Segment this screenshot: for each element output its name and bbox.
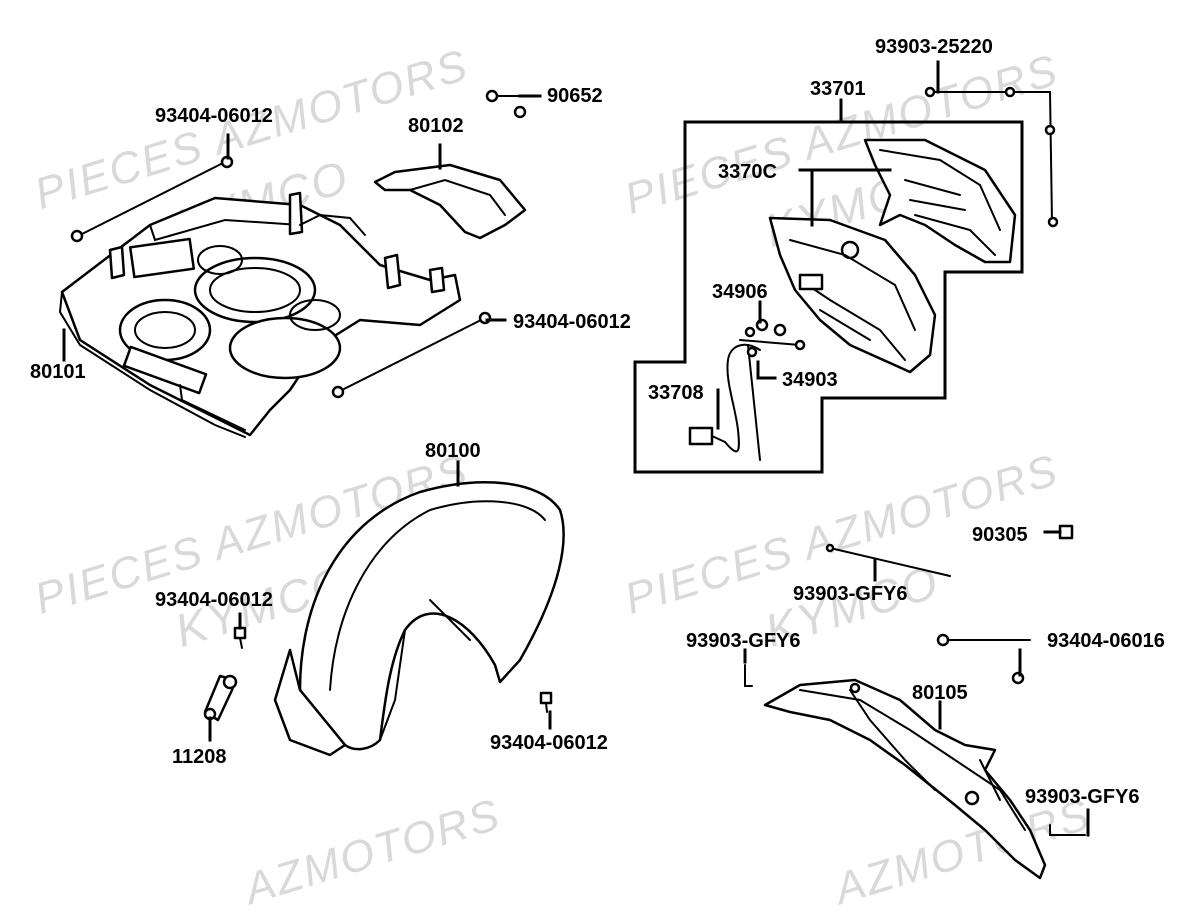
label-93903-25220: 93903-25220 [875,36,993,58]
label-80100: 80100 [425,440,481,462]
label-93404-06012-top: 93404-06012 [155,105,273,127]
part-93404-06012-screw-b [331,311,492,399]
part-90305-clip [1058,524,1074,540]
part-80101-handlebar-cover [58,191,462,438]
part-headlight-unit [768,216,937,374]
label-93404-06012-bottom: 93404-06012 [490,732,608,754]
label-93404-06016: 93404-06016 [1047,630,1165,652]
part-93903-GFY6-bolt-a [825,543,951,577]
leader-lines [62,60,1090,837]
part-11208-bracket [203,674,238,722]
part-93404-06012-screw-c [233,626,247,649]
label-33708: 33708 [648,382,704,404]
part-3370C-headlight-cover [863,138,1017,264]
label-33701: 33701 [810,78,866,100]
part-93903-GFY6-clip-c [1049,824,1086,836]
part-93404-06016-screw [936,633,1031,685]
part-93404-06012-screw-d [539,691,553,713]
part-80100-front-fender [273,481,565,757]
part-33708-wiring-harness [688,318,806,461]
label-93404-06012-left: 93404-06012 [155,589,273,611]
part-80102-cover [373,163,527,240]
group-33701-frame [633,120,1024,474]
label-93903-GFY6-left: 93903-GFY6 [686,630,801,652]
part-93903-GFY6-clip-b [744,664,753,687]
label-90305: 90305 [972,524,1028,546]
label-93404-06012-mid: 93404-06012 [513,311,631,333]
label-3370C: 3370C [718,161,777,183]
part-93903-25220-bolt [924,86,1059,228]
label-80102: 80102 [408,115,464,137]
label-11208: 11208 [172,746,227,768]
label-93903-GFY6-lower: 93903-GFY6 [1025,786,1140,808]
label-93903-GFY6-upper: 93903-GFY6 [793,583,908,605]
label-80101: 80101 [30,361,86,383]
label-34903: 34903 [782,369,838,391]
label-80105: 80105 [912,682,968,704]
label-90652: 90652 [547,85,603,107]
label-34906: 34906 [712,281,768,303]
part-80105-mudguard [763,678,1047,880]
